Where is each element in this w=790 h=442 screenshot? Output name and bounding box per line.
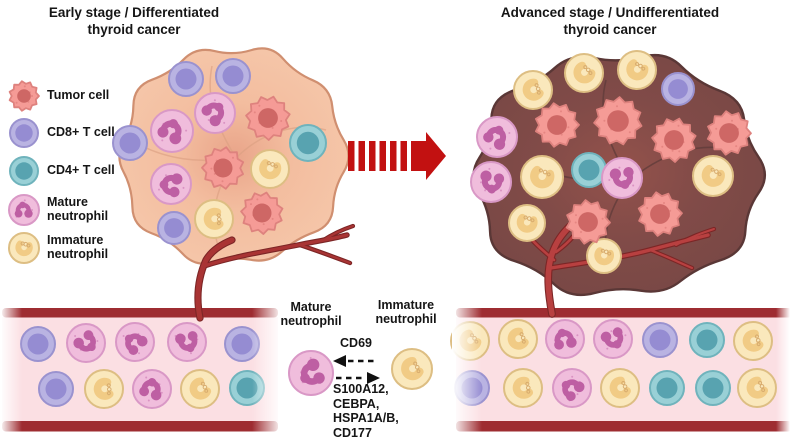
mature-neutrophil bbox=[66, 323, 106, 363]
cd4-t-cell bbox=[9, 156, 39, 186]
immature-neutrophil bbox=[564, 53, 604, 93]
tumor-cell bbox=[240, 191, 284, 235]
legend-item-tumor: Tumor cell bbox=[6, 78, 129, 114]
legend-item-immature: Immature neutrophil bbox=[6, 230, 129, 266]
neutrophil-exchange bbox=[288, 348, 433, 396]
cd4-t-cell bbox=[689, 322, 725, 358]
legend-item-cd4: CD4+ T cell bbox=[6, 153, 129, 189]
immature-neutrophil bbox=[513, 70, 553, 110]
tumor-cell bbox=[593, 96, 643, 146]
legend-label: Immature neutrophil bbox=[47, 233, 109, 261]
immature-neutrophil bbox=[733, 321, 773, 361]
mature-neutrophil bbox=[545, 319, 585, 359]
legend-label: Mature neutrophil bbox=[47, 195, 109, 223]
immature-neutrophil-icon bbox=[8, 232, 40, 264]
tumor-cell bbox=[535, 102, 580, 148]
tumor-cell bbox=[201, 146, 245, 190]
immature-neutrophil bbox=[617, 50, 657, 90]
marker-line: S100A12, bbox=[333, 382, 389, 396]
progression-arrow bbox=[348, 132, 446, 180]
left-blood-vessel bbox=[2, 308, 278, 432]
legend-label: Tumor cell bbox=[47, 88, 110, 103]
immature-neutrophil bbox=[503, 368, 543, 408]
early-tumor-mass bbox=[112, 47, 356, 322]
dashed-arrow-to-mature bbox=[333, 355, 378, 367]
mature-neutrophil bbox=[476, 116, 518, 158]
immature-neutrophil bbox=[508, 204, 546, 242]
mature-neutrophil bbox=[288, 350, 334, 396]
mature-neutrophil bbox=[194, 92, 236, 134]
immature-neutrophil bbox=[692, 155, 734, 197]
vessel-fade bbox=[0, 300, 22, 440]
immature-neutrophil bbox=[600, 368, 640, 408]
exchange-immature-label: Immature neutrophil bbox=[375, 298, 437, 326]
vessel-fade bbox=[452, 300, 482, 440]
cd8-t-cell bbox=[9, 118, 39, 148]
tumor-cell bbox=[637, 191, 683, 237]
mature-neutrophil-icon bbox=[8, 194, 40, 226]
cd8-t-cell bbox=[112, 125, 148, 161]
mature-neutrophil bbox=[167, 322, 207, 362]
tumor-cell bbox=[651, 117, 697, 163]
marker-line: CD177 bbox=[333, 425, 372, 440]
legend-item-cd8: CD8+ T cell bbox=[6, 115, 129, 151]
mature-neutrophil bbox=[601, 157, 643, 199]
tumor-cell bbox=[565, 199, 611, 245]
cd8-t-cell bbox=[38, 371, 74, 407]
mature-neutrophil bbox=[593, 319, 633, 359]
immature-markers-list: S100A12,CEBPA,HSPA1A/B,CD177 bbox=[333, 382, 399, 440]
cd8-t-cell bbox=[20, 326, 56, 362]
tumor-cell bbox=[245, 95, 291, 141]
cd8-t-cell bbox=[157, 211, 191, 245]
cd8-t-cell bbox=[168, 61, 204, 97]
immature-neutrophil bbox=[250, 149, 290, 189]
mature-neutrophil bbox=[132, 369, 172, 409]
cd4-t-cell-icon bbox=[9, 156, 39, 186]
marker-line: HSPA1A/B, bbox=[333, 411, 399, 425]
mature-neutrophil bbox=[150, 109, 194, 153]
immature-neutrophil bbox=[520, 155, 564, 199]
advanced-tumor-mass bbox=[470, 50, 767, 318]
mature-neutrophil bbox=[8, 194, 40, 226]
cd8-t-cell-icon bbox=[9, 118, 39, 148]
cd69-marker-label: CD69 bbox=[340, 336, 372, 350]
dashed-arrow-to-immature bbox=[336, 372, 380, 384]
right-blood-vessel bbox=[450, 308, 790, 432]
title-advanced-stage: Advanced stage / Undifferentiated thyroi… bbox=[500, 5, 720, 38]
cd4-t-cell bbox=[695, 370, 731, 406]
cd4-t-cell bbox=[571, 152, 607, 188]
tumor-cell-icon bbox=[8, 80, 40, 112]
cd8-t-cell bbox=[661, 72, 695, 106]
mature-neutrophil bbox=[470, 161, 512, 203]
immature-neutrophil bbox=[194, 199, 234, 239]
immature-neutrophil bbox=[84, 369, 124, 409]
cd8-t-cell bbox=[642, 322, 678, 358]
title-early-stage: Early stage / Differentiated thyroid can… bbox=[48, 5, 220, 38]
tumor-cell bbox=[706, 110, 752, 156]
immature-neutrophil bbox=[180, 369, 220, 409]
immature-neutrophil bbox=[391, 348, 433, 390]
legend-label: CD8+ T cell bbox=[47, 125, 115, 140]
immature-neutrophil bbox=[498, 319, 538, 359]
mature-neutrophil bbox=[552, 368, 592, 408]
legend-item-mature: Mature neutrophil bbox=[6, 192, 129, 228]
mature-neutrophil bbox=[150, 163, 192, 205]
cd4-t-cell bbox=[649, 370, 685, 406]
marker-line: CEBPA, bbox=[333, 396, 380, 411]
tumor-cell bbox=[8, 80, 40, 112]
legend-label: CD4+ T cell bbox=[47, 163, 115, 178]
immature-neutrophil bbox=[586, 238, 622, 274]
cd8-t-cell bbox=[215, 58, 251, 94]
exchange-mature-label: Mature neutrophil bbox=[280, 300, 342, 328]
mature-neutrophil bbox=[115, 322, 155, 362]
cd4-t-cell bbox=[289, 124, 327, 162]
immature-neutrophil bbox=[8, 232, 40, 264]
immature-neutrophil bbox=[737, 368, 777, 408]
vessel-fade bbox=[252, 300, 282, 440]
vessel-fade bbox=[776, 300, 790, 440]
